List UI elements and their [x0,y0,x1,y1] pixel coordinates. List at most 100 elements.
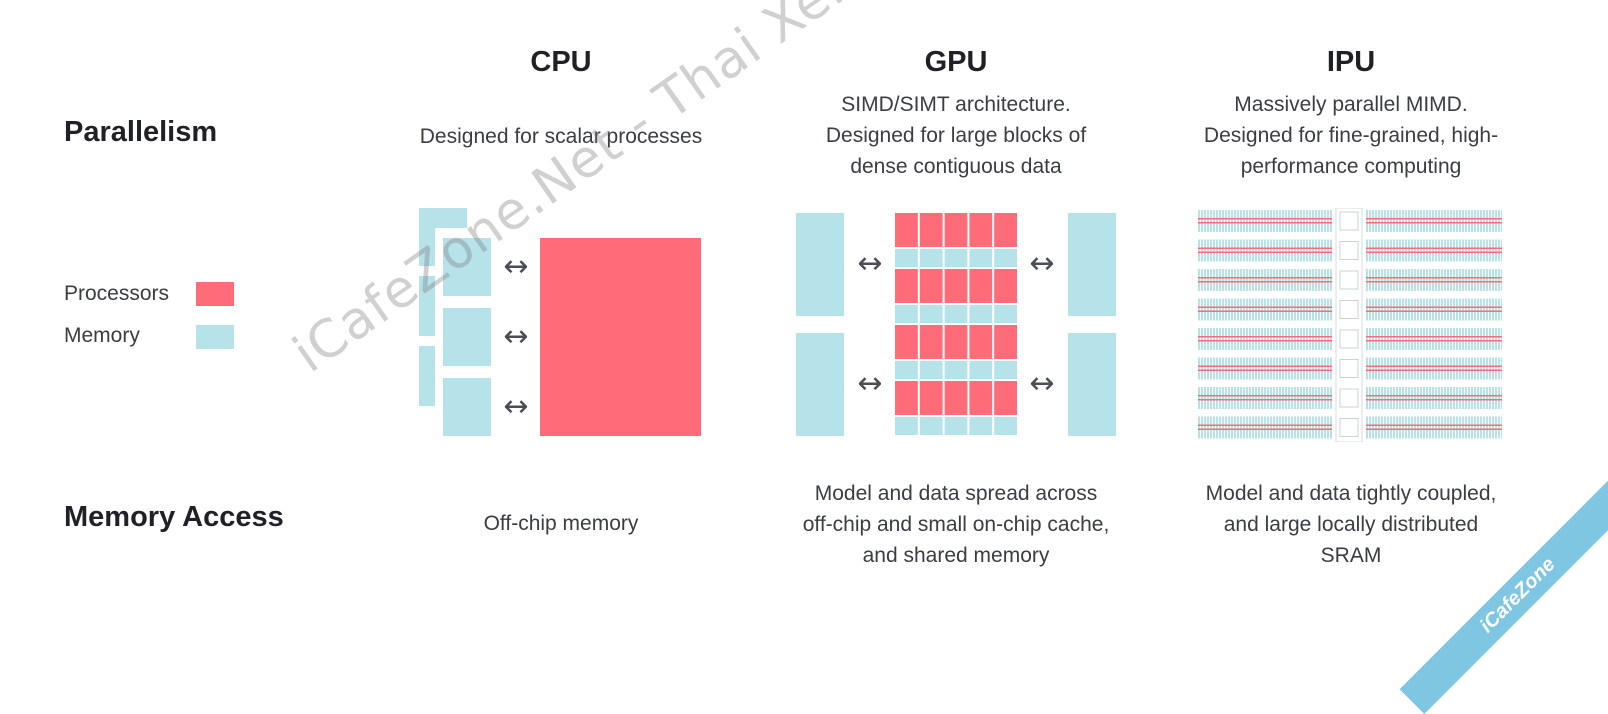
ipu-tile-divider [1389,269,1390,291]
ipu-tile-divider [1428,239,1429,262]
ipu-tile-divider [1461,298,1462,321]
ipu-tile-divider [1215,239,1216,262]
ipu-tile-divider [1428,298,1429,321]
ipu-tile-divider [1290,210,1291,232]
ipu-tile-divider [1449,298,1450,321]
ipu-tile-divider [1230,387,1231,409]
ipu-tile-divider [1392,269,1393,291]
ipu-tile-divider [1371,298,1372,321]
ipu-tile-divider [1479,298,1480,321]
ipu-tile-divider [1479,387,1480,409]
ipu-tile-divider [1452,210,1453,232]
ipu-tile-divider [1269,416,1270,439]
ipu-tile-divider [1248,298,1249,321]
ipu-tile-divider [1458,239,1459,262]
ipu-tile-divider [1380,210,1381,232]
bidirectional-arrow-icon: ↔ [503,319,529,354]
ipu-tile-divider [1443,210,1444,232]
ipu-tile-grid [1198,208,1502,442]
ipu-tile-divider [1236,416,1237,439]
ipu-tile-divider [1437,328,1438,350]
ipu-tile-divider [1329,328,1330,350]
ipu-tile-divider [1455,387,1456,409]
ipu-tile-divider [1413,387,1414,409]
ipu-tile-divider [1410,239,1411,262]
ipu-tile-divider [1407,387,1408,409]
ipu-tile-divider [1284,239,1285,262]
ipu-tile-divider [1227,239,1228,262]
ipu-tile-divider [1254,269,1255,291]
ipu-tile-divider [1497,269,1498,291]
ipu-tile-divider [1299,210,1300,232]
ipu-tile-divider [1284,416,1285,439]
ipu-tile-divider [1311,387,1312,409]
ipu-tile-divider [1242,210,1243,232]
ipu-tile-divider [1458,298,1459,321]
ipu-tile-divider [1221,416,1222,439]
ipu-tile-divider [1491,416,1492,439]
ipu-tile-divider [1203,416,1204,439]
ipu-tile-divider [1290,387,1291,409]
ipu-tile-divider [1401,269,1402,291]
ipu-tile-divider [1491,210,1492,232]
ipu-tile-divider [1422,269,1423,291]
ipu-processor-stripe [1366,251,1502,253]
ipu-tile-divider [1236,210,1237,232]
ipu-processor-stripe [1198,222,1332,224]
ipu-parallelism-line-2: Designed for fine-grained, high- [1203,124,1499,147]
ipu-tile-divider [1410,387,1411,409]
ipu-tile-divider [1395,387,1396,409]
ipu-tile-divider [1446,416,1447,439]
ipu-tile-divider [1380,269,1381,291]
ipu-tile-divider [1248,357,1249,380]
ipu-tile-divider [1500,328,1501,350]
ipu-tile-divider [1437,298,1438,321]
ipu-processor-stripe [1366,428,1502,430]
ipu-tile-divider [1251,239,1252,262]
gpu-processor-cell [944,213,968,247]
ipu-tile-divider [1431,210,1432,232]
ipu-tile-divider [1200,269,1201,291]
ipu-tile-divider [1398,328,1399,350]
ipu-tile-divider [1326,298,1327,321]
ipu-tile-divider [1290,269,1291,291]
ipu-tile-divider [1494,239,1495,262]
gpu-processor-cell [895,325,918,359]
ipu-tile-divider [1317,298,1318,321]
ipu-tile-divider [1398,416,1399,439]
ipu-tile-divider [1317,416,1318,439]
ipu-tile-divider [1461,328,1462,350]
ipu-tile-divider [1326,239,1327,262]
legend-swatch-processors [196,282,234,306]
ipu-tile-divider [1410,210,1411,232]
ipu-tile-divider [1326,328,1327,350]
ipu-tile-divider [1464,239,1465,262]
gpu-memory-cell [919,249,943,267]
ipu-tile-divider [1221,387,1222,409]
ipu-tile-divider [1308,210,1309,232]
ipu-tile-divider [1422,357,1423,380]
ipu-tile-divider [1317,328,1318,350]
ipu-tile-divider [1497,239,1498,262]
gpu-memory-cell [994,305,1017,323]
ipu-memory-tile [1198,210,1332,232]
cpu-memory-block [419,208,467,228]
ipu-tile-divider [1419,416,1420,439]
gpu-memory-cell [919,305,943,323]
ipu-tile-divider [1209,298,1210,321]
ipu-tile-divider [1320,210,1321,232]
ipu-tile-divider [1395,357,1396,380]
ipu-tile-divider [1320,387,1321,409]
ipu-tile-divider [1413,416,1414,439]
ipu-tile-divider [1428,387,1429,409]
ipu-tile-divider [1389,239,1390,262]
ipu-tile-divider [1470,210,1471,232]
ipu-tile-divider [1452,387,1453,409]
ipu-tile-divider [1449,416,1450,439]
ipu-tile-divider [1266,357,1267,380]
ipu-tile-divider [1299,328,1300,350]
ipu-processor-stripe [1366,365,1502,367]
ipu-tile-divider [1314,328,1315,350]
ipu-exchange-cell [1339,329,1359,349]
bidirectional-arrow-icon: ↔ [503,389,529,424]
